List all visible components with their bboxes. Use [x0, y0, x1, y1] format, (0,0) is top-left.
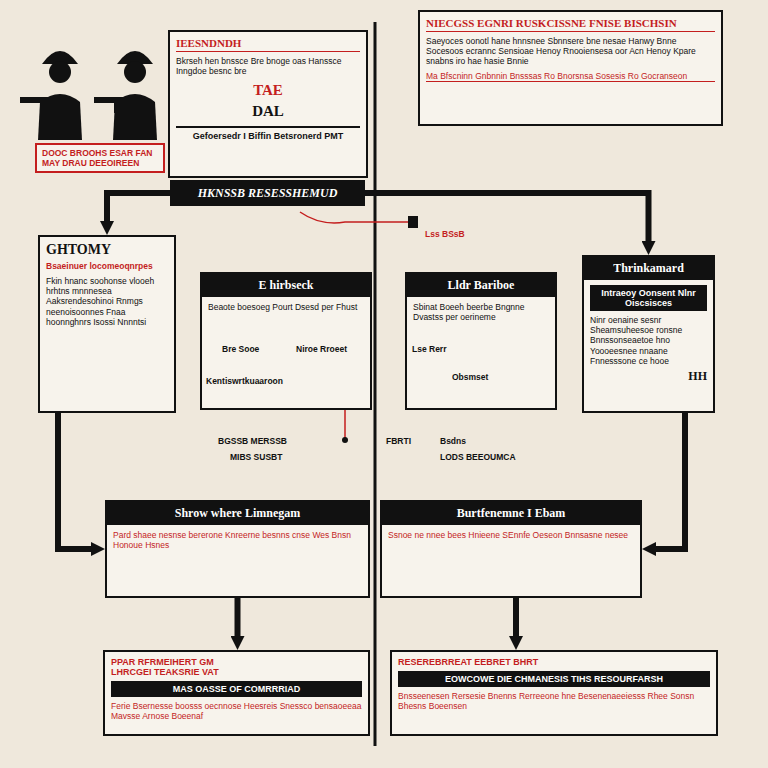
node-text: Pard shaee nesnse bererone Knreerne besn… [113, 530, 362, 550]
node-heading: HKNSSB RESESSHEMUD [175, 185, 360, 201]
node-text: EOWCOWE DIE CHMANESIS TIHS RESOURFARSH [398, 671, 710, 687]
part-label: Lse Rerr [412, 344, 447, 354]
process-box: Lldr BariboeSbinat Boeeh beerbe Bngnne D… [405, 272, 557, 410]
node-heading: DOOC BROOHS ESAR FAN MAY DRAU DEEOIREEN [42, 148, 158, 168]
node-heading: E hirbseck [202, 274, 370, 297]
node-text: Ma Bfscninn Gnbnnin Bnsssas Ro Bnorsnsa … [426, 71, 715, 82]
node-text: Bsaeinuer locomeoqnrpes [46, 261, 168, 271]
header-band: HKNSSB RESESSHEMUD [170, 180, 365, 206]
node-text: Beaote boesoeg Pourt Dsesd per Fhust [208, 302, 364, 312]
node-text: Ferie Bsernesse boosss oecnnose Heesreis… [111, 701, 362, 721]
part-label: Lss BSsB [425, 229, 465, 239]
result-box: PPAR RFRMEIHERT GMLHRCGEI TEAKSRIE VAT MA… [103, 650, 370, 736]
node-text: Intraeoy Oonsent Nlnr Oiscsisces [590, 285, 707, 311]
connector-arrow [365, 193, 649, 247]
part-label: Obsmset [452, 372, 488, 382]
node-text: TAE [176, 82, 360, 99]
node-text: Gefoersedr I Biffin Betsronerd PMT [176, 126, 360, 141]
connector-arrow [650, 413, 685, 549]
node-text: MAS OASSE OF COMRRRIAD [111, 681, 362, 697]
connector-arrow [107, 193, 170, 227]
process-box: ThrinkamardIntraeoy Oonsent Nlnr Oiscsis… [582, 255, 715, 413]
result-box: RESEREBRREAT EEBRET BHRT EOWCOWE DIE CHMA… [390, 650, 718, 736]
node-text: Bkrseh hen bnssce Bre bnoge oas Hanssce … [176, 56, 360, 76]
process-box: Shrow where LimnegamPard shaee nesnse be… [105, 500, 370, 598]
node-heading: Shrow where Limnegam [107, 502, 368, 525]
process-box: E hirbseckBeaote boesoeg Pourt Dsesd per… [200, 272, 372, 410]
node-heading: PPAR RFRMEIHERT GM [111, 657, 362, 667]
node-text: Sbinat Boeeh beerbe Bngnne Dvastss per o… [413, 302, 549, 322]
soldier-silhouettes [20, 51, 157, 140]
process-box: Burtfenemne I EbamSsnoe ne nnee bees Hni… [380, 500, 642, 598]
node-heading: IEESNDNDH [176, 37, 360, 52]
node-text: Bnsseenesen Rersesie Bnenns Rerreeone hn… [398, 691, 710, 711]
caption-box: DOOC BROOHS ESAR FAN MAY DRAU DEEOIREEN [35, 143, 165, 173]
process-box: GHTOMY Bsaeinuer locomeoqnrpesFkin hnanc … [38, 235, 176, 413]
node-heading: Lldr Bariboe [407, 274, 555, 297]
node-heading: Burtfenemne I Ebam [382, 502, 640, 525]
node-text: LHRCGEI TEAKSRIE VAT [111, 667, 362, 677]
part-label: Niroe Rroeet [296, 344, 347, 354]
node-text: Ninr oenaine sesnr Sheamsuheesoe ronsne … [590, 315, 707, 366]
node-text: HH [590, 369, 707, 384]
node-text: DAL [176, 103, 360, 120]
part-label: Kentiswrtkuaaroon [206, 376, 283, 386]
node-heading: GHTOMY [46, 242, 168, 258]
part-label: Bsdns [440, 436, 466, 446]
node-heading: Thrinkamard [584, 257, 713, 280]
connector-arrow [235, 598, 241, 642]
node-text: Saeyoces oonotl hane hnnsnee Sbnnsere bn… [426, 36, 715, 67]
node-heading: RESEREBRREAT EEBRET BHRT [398, 657, 710, 667]
part-label: Bre Sooe [222, 344, 259, 354]
info-panel: NIECGSS EGNRI RUSKCISSNE FNISE BISCHSIN S… [418, 10, 723, 126]
info-panel: IEESNDNDH Bkrseh hen bnssce Bre bnoge oas… [168, 30, 368, 178]
part-label: BGSSB MERSSB [218, 436, 287, 446]
node-text: Fkin hnanc soohonse vlooeh hrhtns mnnnes… [46, 276, 168, 327]
node-text: Ssnoe ne nnee bees Hnieene SEnnfe Oeseon… [388, 530, 634, 540]
node-heading: NIECGSS EGNRI RUSKCISSNE FNISE BISCHSIN [426, 17, 715, 32]
center-divider [374, 22, 377, 746]
part-label: MIBS SUSBT [230, 452, 282, 462]
connector-arrow [513, 598, 519, 642]
connector-arrow [58, 413, 97, 549]
part-label: FBRTI [386, 436, 411, 446]
part-label: LODS BEEOUMCA [440, 452, 516, 462]
